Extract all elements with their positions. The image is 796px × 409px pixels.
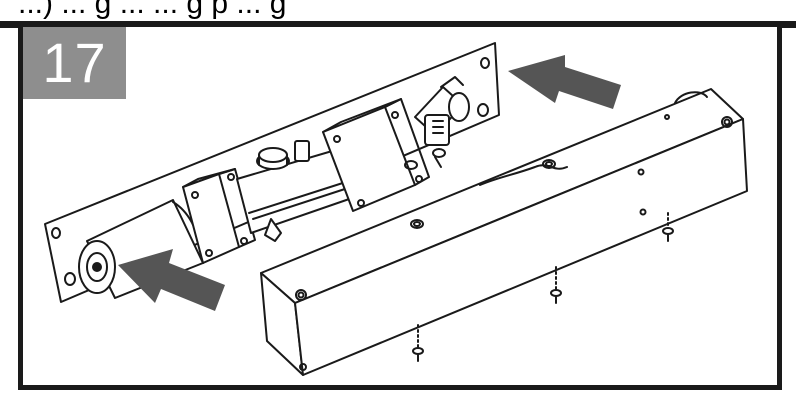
assembly-illustration xyxy=(44,42,748,376)
spring-housing-block xyxy=(322,98,430,212)
operator-cover xyxy=(260,88,748,376)
screw-icon xyxy=(550,266,562,304)
top-divider xyxy=(0,21,796,28)
screw-icon xyxy=(412,324,424,362)
step-number-badge: 17 xyxy=(23,27,126,99)
switch-bracket xyxy=(404,76,470,170)
push-arrow-icon xyxy=(118,249,225,311)
cropped-instruction-text: ...) ... g ... ... g p ... g xyxy=(18,0,287,20)
screw-icon xyxy=(662,212,674,242)
push-arrow-icon xyxy=(508,55,621,109)
